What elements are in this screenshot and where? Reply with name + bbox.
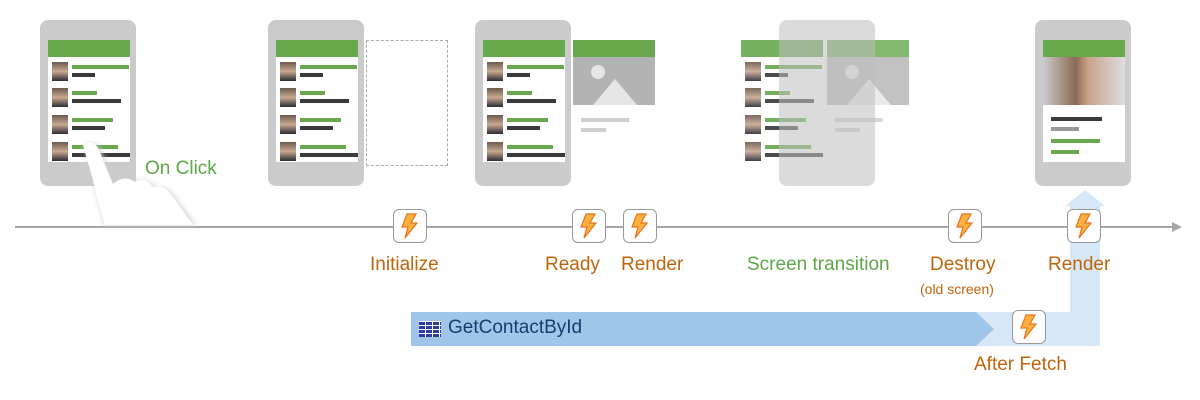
contact-list-screen xyxy=(48,40,130,162)
screen-header xyxy=(483,40,565,57)
lightning-bolt-icon xyxy=(1075,213,1093,239)
contact-list-screen xyxy=(276,40,358,162)
contact-list-screen xyxy=(483,40,565,162)
contact-avatar xyxy=(52,115,68,134)
label-render-1: Render xyxy=(621,254,684,275)
event-initialize[interactable] xyxy=(393,209,427,243)
screen-header xyxy=(573,40,655,57)
label-initialize: Initialize xyxy=(370,254,439,275)
contact-name-line xyxy=(300,118,341,122)
lightning-bolt-icon xyxy=(956,213,974,239)
contact-detail-line xyxy=(300,126,333,130)
table-icon xyxy=(419,321,441,337)
contact-detail-line xyxy=(300,153,358,157)
contact-avatar xyxy=(745,142,761,161)
detail-line xyxy=(1051,117,1102,121)
label-after-fetch: After Fetch xyxy=(974,354,1067,375)
event-render-after-fetch[interactable] xyxy=(1067,209,1101,243)
contact-photo xyxy=(1043,57,1125,105)
contact-detail-screen-ready xyxy=(573,40,655,166)
hand-pointer-icon xyxy=(83,142,195,225)
lightning-bolt-icon xyxy=(401,213,419,239)
screen-header xyxy=(48,40,130,57)
contact-name-line xyxy=(300,65,358,69)
event-ready[interactable] xyxy=(572,209,606,243)
placeholder-sun xyxy=(591,65,605,79)
detail-line xyxy=(1051,150,1079,154)
contact-name-line xyxy=(72,65,130,69)
lightning-bolt-icon xyxy=(580,213,598,239)
contact-detail-line xyxy=(507,73,530,77)
contact-avatar xyxy=(52,88,68,107)
contact-avatar xyxy=(745,115,761,134)
contact-name-line xyxy=(72,91,97,95)
event-render[interactable] xyxy=(623,209,657,243)
contact-name-line xyxy=(507,65,565,69)
contact-avatar xyxy=(487,115,503,134)
contact-name-line xyxy=(507,118,548,122)
aggregate-name: GetContactById xyxy=(448,317,583,338)
detail-line xyxy=(581,128,606,132)
contact-detail-line xyxy=(300,99,350,103)
phone-detail-rendered xyxy=(1035,20,1131,186)
image-placeholder xyxy=(573,57,655,105)
contact-name-line xyxy=(765,91,790,95)
placeholder-mountain xyxy=(593,79,637,105)
contact-detail-line xyxy=(507,153,565,157)
contact-avatar xyxy=(745,62,761,81)
lightning-bolt-icon xyxy=(1020,314,1038,340)
contact-avatar xyxy=(280,142,296,161)
fetch-bar xyxy=(411,312,976,346)
phone-list-initialize xyxy=(268,20,364,186)
contact-avatar xyxy=(52,142,68,161)
detail-line xyxy=(1051,139,1101,143)
detail-line xyxy=(581,118,629,122)
contact-detail-line xyxy=(72,126,105,130)
contact-avatar xyxy=(487,62,503,81)
detail-line xyxy=(1051,127,1079,131)
phone-list-ready xyxy=(475,20,571,186)
timeline-arrowhead xyxy=(1172,222,1182,232)
contact-avatar xyxy=(487,88,503,107)
contact-name-line xyxy=(507,91,532,95)
contact-avatar xyxy=(280,62,296,81)
event-after-fetch[interactable] xyxy=(1012,310,1046,344)
contact-avatar xyxy=(280,115,296,134)
screen-header xyxy=(276,40,358,57)
contact-name-line xyxy=(72,118,113,122)
fetch-bar-tip xyxy=(976,312,994,346)
contact-avatar xyxy=(280,88,296,107)
contact-detail-line xyxy=(765,73,788,77)
new-screen-placeholder xyxy=(366,40,448,166)
label-destroy-note: (old screen) xyxy=(920,281,994,297)
contact-name-line xyxy=(300,91,325,95)
contact-detail-line xyxy=(72,73,95,77)
label-screen-transition: Screen transition xyxy=(747,254,890,275)
lightning-bolt-icon xyxy=(631,213,649,239)
contact-name-line xyxy=(300,145,346,149)
contact-avatar xyxy=(487,142,503,161)
fetch-up-arrowhead xyxy=(1065,190,1105,206)
contact-detail-line xyxy=(300,73,323,77)
event-destroy[interactable] xyxy=(948,209,982,243)
contact-avatar xyxy=(52,62,68,81)
label-on-click: On Click xyxy=(145,158,217,179)
label-ready: Ready xyxy=(545,254,600,275)
contact-name-line xyxy=(507,145,553,149)
screen-header xyxy=(1043,40,1125,57)
contact-detail-line xyxy=(72,99,122,103)
contact-detail-line xyxy=(507,99,557,103)
contact-avatar xyxy=(745,88,761,107)
contact-detail-line xyxy=(507,126,540,130)
label-destroy: Destroy xyxy=(930,254,996,275)
contact-detail-screen xyxy=(1043,40,1125,162)
label-render-2: Render xyxy=(1048,254,1111,275)
phone-transition xyxy=(779,20,875,186)
